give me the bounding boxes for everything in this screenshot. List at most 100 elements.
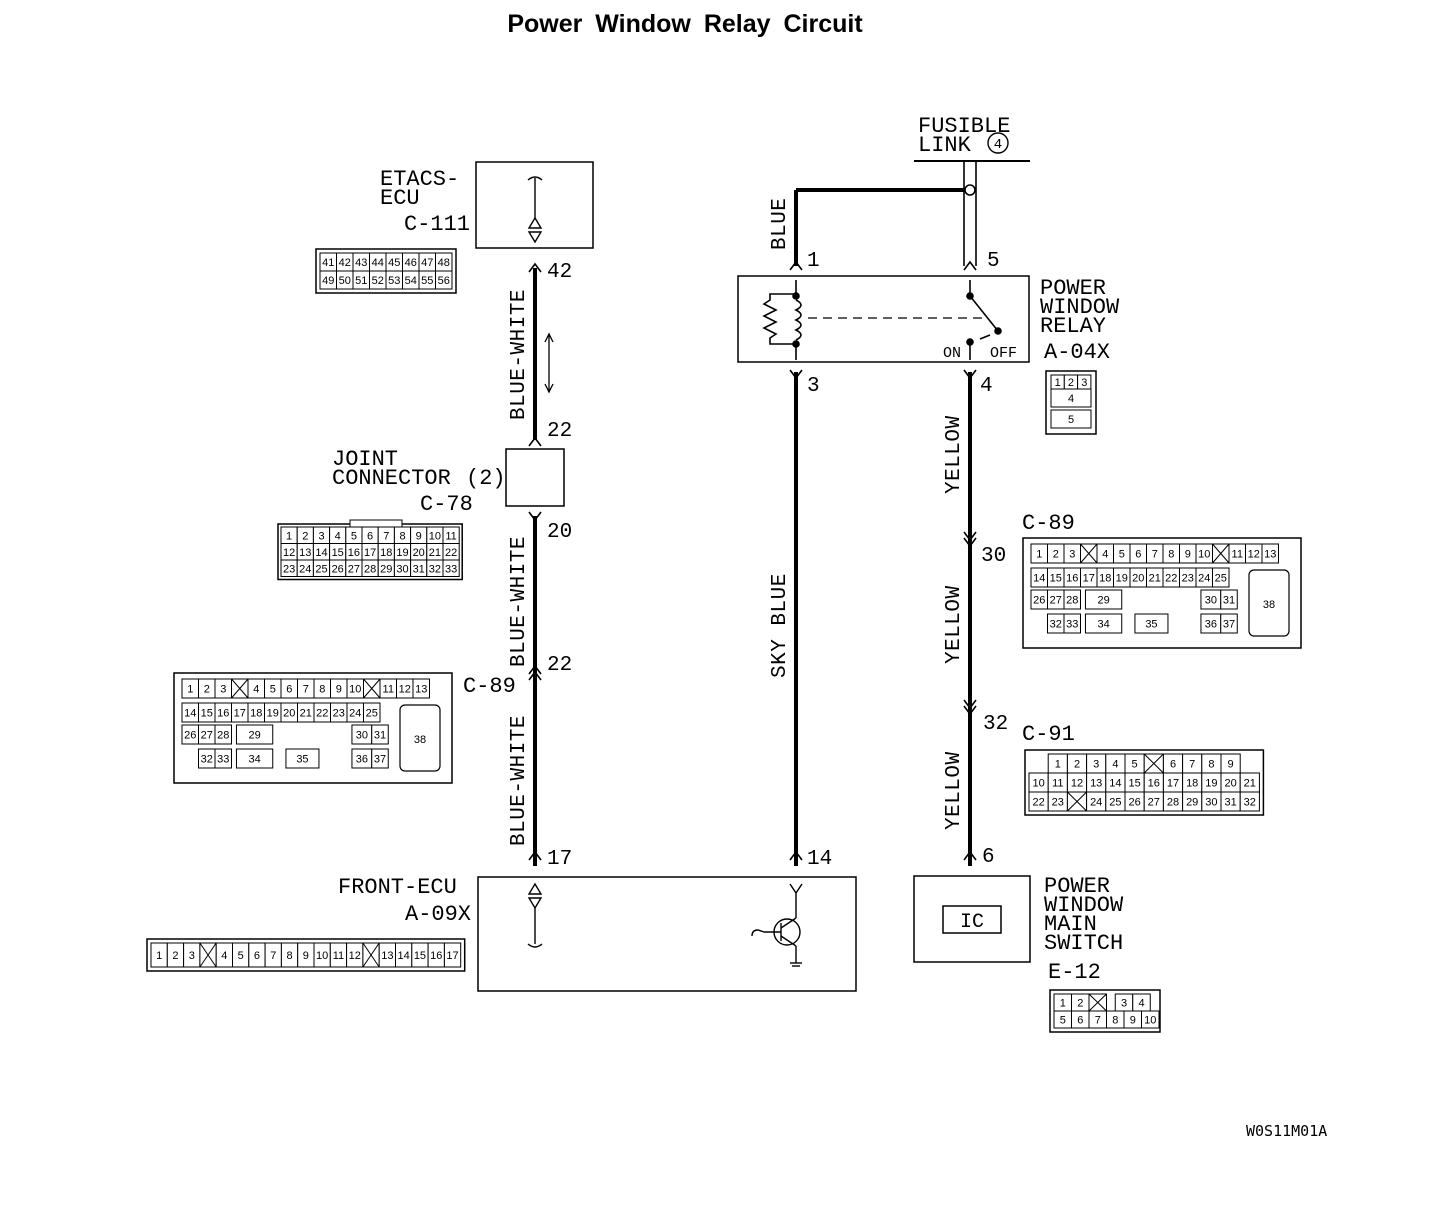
connector-pin-label: 8 <box>399 530 405 542</box>
switch-name-2: WINDOW <box>1044 893 1124 918</box>
connector-pin-label: 11 <box>1052 778 1063 790</box>
connector-pin-label: 21 <box>300 708 312 720</box>
connector-pin-label: 1 <box>1036 549 1042 561</box>
connector-pin-label: 7 <box>1095 1015 1101 1027</box>
connector-pin-label: 2 <box>172 950 178 962</box>
connector-pin-label: 7 <box>270 950 276 962</box>
connector-cavity <box>1050 409 1092 429</box>
pin-17: 17 <box>547 848 572 871</box>
ic-label: IC <box>960 911 984 934</box>
connector-pin-label: 25 <box>366 708 378 720</box>
connector-pin-label: 34 <box>1097 619 1109 631</box>
connector-pin-label: 25 <box>1215 573 1227 585</box>
connector-pin-label: 32 <box>1050 619 1062 631</box>
connector-pin-label: 38 <box>414 734 426 746</box>
connector-pin-label: 12 <box>399 684 411 696</box>
connector-pin-label: 9 <box>416 530 422 542</box>
main-switch-box <box>913 875 1031 963</box>
connector-cavity <box>214 748 232 769</box>
fusible-name-1: FUSIBLE <box>918 114 1010 139</box>
relay-box <box>737 275 1030 363</box>
fusible-number: 4 <box>994 137 1002 153</box>
switch-name-1: POWER <box>1044 874 1110 899</box>
connector-pin-label: 13 <box>381 950 393 962</box>
front-ecu-connector: A-09X <box>405 902 471 927</box>
connector-pin-label: 9 <box>1228 759 1234 771</box>
connector-pin-label: 32 <box>201 754 213 766</box>
front-ecu-io-symbol <box>527 882 543 948</box>
etacs-name-2: ECU <box>380 186 420 211</box>
connector-pin-label: 15 <box>414 950 426 962</box>
connector-pin-label: 7 <box>1152 549 1158 561</box>
connector-pin-label: 32 <box>1244 797 1256 809</box>
wire-label-yellow-3: YELLOW <box>943 751 966 830</box>
connector-pin-label: 4 <box>1112 759 1118 771</box>
connector-pin-label: 10 <box>316 950 328 962</box>
connector-pin-label: 7 <box>303 684 309 696</box>
connector-pin-label: 5 <box>1068 414 1074 426</box>
pin-markers <box>528 260 977 861</box>
switch-name-3: MAIN <box>1044 912 1097 937</box>
relay-name-3: RELAY <box>1040 314 1106 339</box>
connector-pin-label: 27 <box>201 730 213 742</box>
connector-pin-label: 12 <box>349 950 361 962</box>
connector-pin-label: 18 <box>1186 778 1198 790</box>
connector-pin-label: 13 <box>1090 778 1102 790</box>
connector-pin-label: 30 <box>1205 595 1217 607</box>
connector-pin-label: 9 <box>1185 549 1191 561</box>
connector-pin-label: 35 <box>1145 619 1157 631</box>
wire-label-blue: BLUE <box>769 198 792 250</box>
connector-cavity <box>285 748 320 769</box>
connector-pin-label: 44 <box>372 257 384 269</box>
connector-pin-label: 5 <box>270 684 276 696</box>
connector-pin-label: 4 <box>1138 998 1144 1010</box>
pin-22-joint: 22 <box>547 420 572 443</box>
connector-pin-label: 7 <box>383 530 389 542</box>
wire-label-yellow-2: YELLOW <box>943 585 966 664</box>
connector-pin-label: 28 <box>217 730 229 742</box>
connector-pin-label: 20 <box>1132 573 1144 585</box>
connector-pin-label: 9 <box>1130 1015 1136 1027</box>
connector-pin-label: 23 <box>333 708 345 720</box>
connector-pin-label: 22 <box>316 708 328 720</box>
connector-pin-label: 53 <box>388 275 400 287</box>
connector-pin-label: 31 <box>1223 595 1235 607</box>
connector-cavity <box>371 748 389 769</box>
connector-pin-label: 12 <box>1248 549 1260 561</box>
connector-pin-label: 31 <box>1224 797 1236 809</box>
relay-off-label: OFF <box>990 345 1017 362</box>
wire-label-sky-blue: SKY BLUE <box>769 573 792 678</box>
connector-cavity <box>1261 543 1279 564</box>
connector-cavity <box>1220 613 1238 634</box>
connector-pin-label: 24 <box>299 563 311 575</box>
connector-pin-label: 12 <box>283 547 295 559</box>
connector-pin-label: 13 <box>299 547 311 559</box>
connector-pin-label: 6 <box>1135 549 1141 561</box>
diagram-title: Power Window Relay Circuit <box>507 10 863 38</box>
connector-pin-label: 11 <box>445 530 456 542</box>
connector-pin-label: 14 <box>1033 573 1045 585</box>
connector-pin-label: 33 <box>217 754 229 766</box>
connector-pin-label: 25 <box>315 563 327 575</box>
connector-pin-label: 23 <box>1182 573 1194 585</box>
connector-pin-label: 1 <box>156 950 162 962</box>
connector-cavity <box>1063 589 1081 610</box>
connector-pin-label: 5 <box>238 950 244 962</box>
connector-pin-label: 26 <box>1128 797 1140 809</box>
connector-pin-label: 13 <box>1264 549 1276 561</box>
connector-pin-label: 19 <box>1205 778 1217 790</box>
connector-pin-label: 1 <box>1055 759 1061 771</box>
connector-pin-label: 2 <box>1074 759 1080 771</box>
connector-pin-label: 20 <box>413 547 425 559</box>
connector-pin-label: 8 <box>286 950 292 962</box>
connector-pin-label: 8 <box>1208 759 1214 771</box>
connector-cavity <box>1212 567 1230 588</box>
pin-3: 3 <box>807 375 820 398</box>
connector-pin-label: 4 <box>253 684 259 696</box>
connector-pin-label: 16 <box>348 547 360 559</box>
connector-pin-label: 23 <box>1052 797 1064 809</box>
